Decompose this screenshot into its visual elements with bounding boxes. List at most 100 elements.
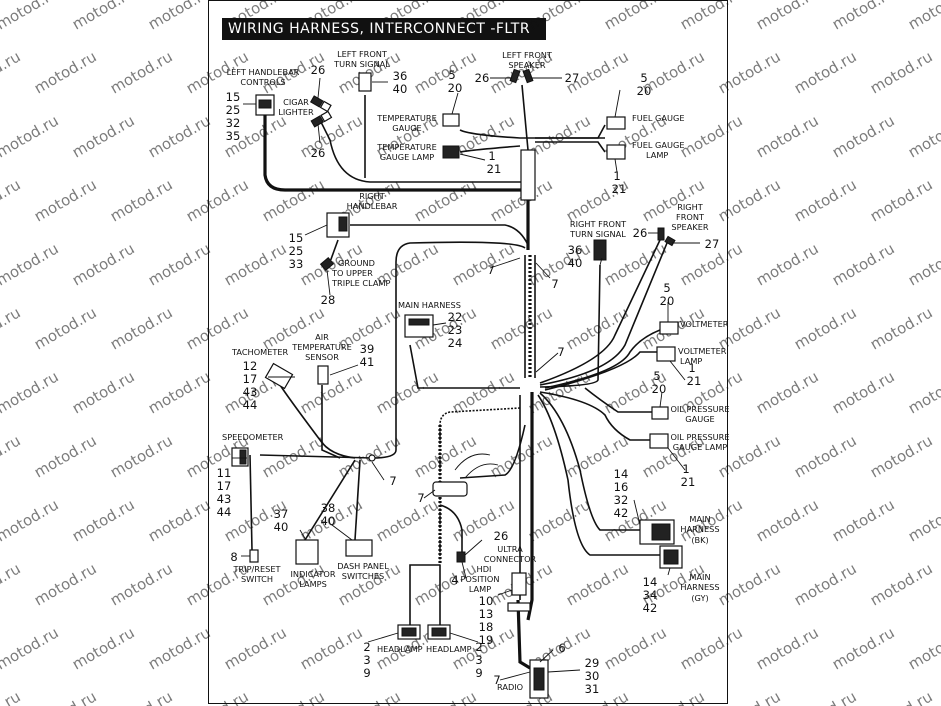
left-turn-signal-connector — [358, 72, 372, 92]
watermark-text: motod.ru — [0, 495, 62, 545]
watermark-text: motod.ru — [183, 687, 252, 706]
num-7-e: 7 — [417, 491, 424, 505]
watermark-text: motod.ru — [31, 687, 100, 706]
num-lighter-bottom: 26 — [311, 146, 326, 160]
watermark-text: motod.ru — [829, 495, 898, 545]
trip-reset-connector — [249, 549, 259, 563]
watermark-text: motod.ru — [715, 175, 784, 225]
dash-panel-switches-connector — [345, 539, 373, 557]
watermark-text: motod.ru — [145, 367, 214, 417]
label-headlamp-right: HEADLAMP — [426, 644, 472, 654]
num-lighter-top: 26 — [311, 63, 326, 77]
watermark-text: motod.ru — [905, 367, 941, 417]
watermark-text: motod.ru — [107, 303, 176, 353]
air-temp-sensor — [317, 365, 329, 385]
watermark-text: motod.ru — [867, 303, 936, 353]
watermark-text: motod.ru — [677, 111, 746, 161]
watermark-text: motod.ru — [0, 239, 62, 289]
num-left-speaker-left: 26 — [475, 71, 490, 85]
watermark-text: motod.ru — [525, 495, 594, 545]
watermark-text: motod.ru — [31, 431, 100, 481]
watermark-text: motod.ru — [487, 303, 556, 353]
hdi-lamp-connector — [456, 551, 466, 563]
watermark-text: motod.ru — [0, 559, 24, 609]
watermark-text: motod.ru — [183, 303, 252, 353]
watermark-text: motod.ru — [753, 239, 822, 289]
indicator-lamps-connector — [295, 539, 319, 565]
watermark-text: motod.ru — [829, 111, 898, 161]
num-7-f: 7 — [493, 673, 500, 687]
main-harness-bk-connector — [639, 519, 675, 545]
tachometer-connector — [264, 362, 294, 390]
watermark-text: motod.ru — [449, 0, 518, 33]
temperature-gauge-lamp-connector — [442, 145, 460, 159]
components — [231, 68, 683, 699]
watermark-text: motod.ru — [829, 239, 898, 289]
left-speaker-connectors — [509, 68, 534, 84]
watermark-text: motod.ru — [107, 559, 176, 609]
num-hdi-side: 4 — [451, 573, 458, 587]
watermark-text: motod.ru — [259, 687, 328, 706]
fuel-gauge-connector — [606, 116, 626, 130]
radio-connector — [529, 659, 549, 699]
main-harness-connector — [404, 314, 434, 338]
watermark-text: motod.ru — [411, 687, 480, 706]
watermark-text: motod.ru — [867, 559, 936, 609]
oil-pressure-gauge-connector — [651, 406, 669, 420]
watermark-text: motod.ru — [791, 175, 860, 225]
left-handlebar-connector — [255, 94, 275, 116]
watermark-text: motod.ru — [791, 559, 860, 609]
watermark-text: motod.ru — [69, 623, 138, 673]
watermark-text: motod.ru — [31, 175, 100, 225]
watermark-text: motod.ru — [145, 111, 214, 161]
num-hdi-top: 26 — [494, 529, 509, 543]
temperature-gauge-connector — [442, 113, 460, 127]
watermark-text: motod.ru — [905, 623, 941, 673]
leader-lines — [232, 77, 700, 681]
watermark-text: motod.ru — [145, 0, 214, 33]
watermark-text: motod.ru — [0, 111, 62, 161]
watermark-text: motod.ru — [791, 431, 860, 481]
harness-clip — [432, 481, 468, 497]
watermark-text: motod.ru — [373, 495, 442, 545]
watermark-text: motod.ru — [867, 687, 936, 706]
watermark-text: motod.ru — [183, 175, 252, 225]
diagram-title: WIRING HARNESS, INTERCONNECT -FLTR — [222, 18, 546, 40]
watermark-text: motod.ru — [867, 47, 936, 97]
watermark-text: motod.ru — [791, 303, 860, 353]
watermark-text: motod.ru — [715, 687, 784, 706]
watermark-text: motod.ru — [373, 0, 442, 33]
watermark-text: motod.ru — [297, 0, 366, 33]
watermark-text: motod.ru — [753, 0, 822, 33]
num-7-a: 7 — [487, 263, 494, 277]
dash-junction — [368, 454, 376, 462]
headlamp-right-connector — [427, 624, 451, 640]
voltmeter-lamp-connector — [656, 346, 676, 362]
headlamp-left-connector — [397, 624, 421, 640]
watermark-text: motod.ru — [677, 623, 746, 673]
